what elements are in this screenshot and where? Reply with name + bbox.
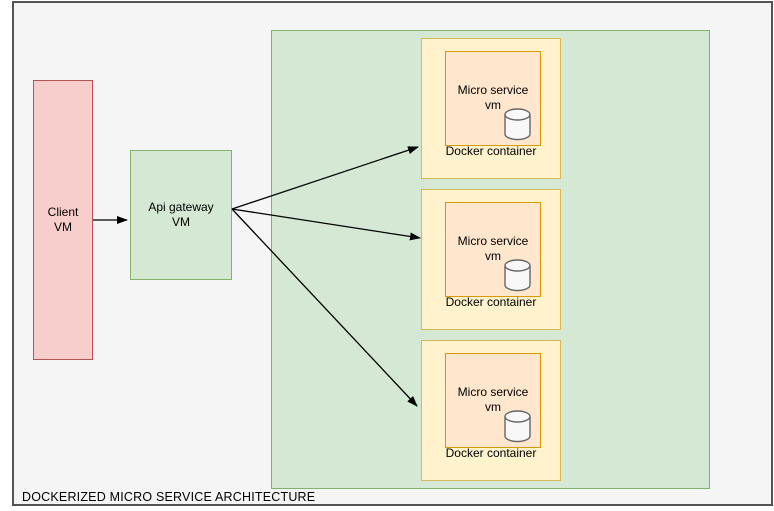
database-cylinder-icon (504, 410, 531, 443)
api-gateway-vm-label: Api gateway VM (148, 200, 214, 229)
diagram-title: DOCKERIZED MICRO SERVICE ARCHITECTURE (22, 490, 316, 504)
micro-service-vm-2-label: Micro service vm (457, 234, 529, 263)
docker-container-3: Micro service vm Docker container (421, 340, 561, 481)
api-gateway-vm-node: Api gateway VM (130, 150, 232, 280)
database-cylinder-icon (504, 108, 531, 141)
docker-container-1: Micro service vm Docker container (421, 38, 561, 179)
micro-service-vm-3-label: Micro service vm (457, 385, 529, 414)
client-vm-label: Client VM (47, 205, 79, 234)
docker-container-2-label: Docker container (445, 295, 537, 309)
docker-container-1-label: Docker container (445, 144, 537, 158)
docker-container-2: Micro service vm Docker container (421, 189, 561, 330)
micro-service-vm-2: Micro service vm (445, 202, 541, 297)
docker-container-3-label: Docker container (445, 446, 537, 460)
database-cylinder-icon (504, 259, 531, 292)
micro-service-vm-1: Micro service vm (445, 51, 541, 146)
client-vm-node: Client VM (33, 80, 93, 360)
micro-service-vm-1-label: Micro service vm (457, 83, 529, 112)
micro-service-vm-3: Micro service vm (445, 353, 541, 448)
